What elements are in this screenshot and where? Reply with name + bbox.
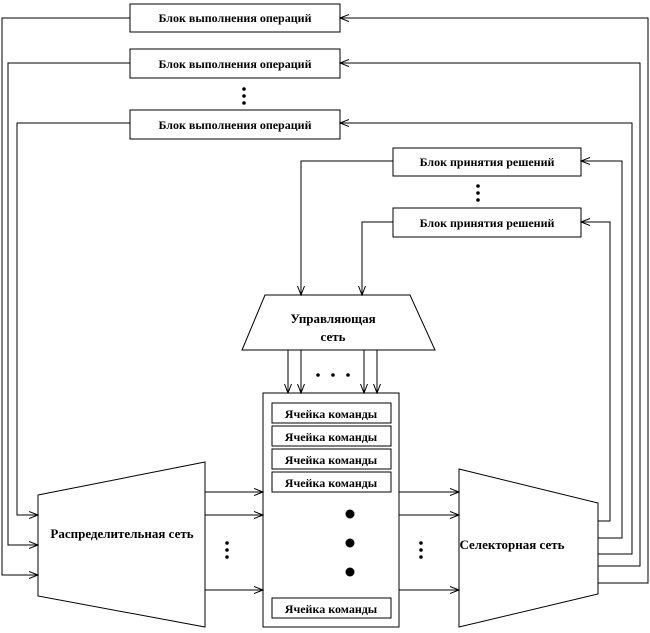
- decision-block-2: Блок принятия решений: [392, 207, 582, 238]
- connections: [1, 17, 649, 590]
- selector-to-exec-1: [340, 18, 649, 584]
- cell-ellipsis: [345, 509, 355, 577]
- cell-2-label: Ячейка команды: [285, 430, 378, 444]
- cell-4: Ячейка команды: [271, 471, 392, 493]
- exec-block-1: Блок выполнения операций: [129, 3, 341, 33]
- selector-network-label: Селекторная сеть: [459, 537, 564, 552]
- exec-1-to-distribution: [1, 17, 130, 575]
- cell-5: Ячейка команды: [271, 597, 392, 619]
- selector-to-exec-3: [340, 123, 633, 555]
- control-network: Управляющая сеть: [241, 294, 436, 351]
- distribution-ellipsis: [225, 541, 229, 559]
- selector-to-decision-1: [581, 161, 623, 539]
- exec-block-1-label: Блок выполнения операций: [159, 11, 312, 25]
- cell-2: Ячейка команды: [271, 425, 392, 447]
- exec-3-to-distribution: [16, 122, 130, 515]
- selector-to-exec-2: [340, 63, 641, 567]
- cell-4-label: Ячейка команды: [285, 476, 378, 490]
- cell-1-label: Ячейка команды: [285, 407, 378, 421]
- decision-block-2-label: Блок принятия решений: [420, 216, 555, 230]
- exec-ellipsis: [242, 87, 246, 105]
- cell-3: Ячейка команды: [271, 448, 392, 470]
- cell-3-label: Ячейка команды: [285, 453, 378, 467]
- command-cell-memory: Ячейка команды Ячейка команды Ячейка ком…: [262, 392, 400, 628]
- exec-2-to-distribution: [7, 62, 130, 545]
- decision-block-1-label: Блок принятия решений: [420, 155, 555, 169]
- distribution-network-label: Распределительная сеть: [50, 526, 193, 541]
- decision-2-to-control: [362, 221, 393, 295]
- selector-network: Селекторная сеть: [458, 468, 599, 628]
- exec-block-2: Блок выполнения операций: [129, 48, 341, 79]
- decision-ellipsis: [476, 184, 480, 202]
- exec-block-3: Блок выполнения операций: [129, 109, 341, 140]
- exec-block-2-label: Блок выполнения операций: [159, 57, 312, 71]
- exec-block-3-label: Блок выполнения операций: [159, 118, 312, 132]
- selector-ellipsis: [419, 541, 423, 559]
- cell-1: Ячейка команды: [271, 402, 392, 424]
- decision-1-to-control: [301, 160, 393, 295]
- control-ellipsis: [316, 373, 350, 377]
- distribution-network: Распределительная сеть: [37, 461, 206, 628]
- selector-to-decision-2: [581, 222, 611, 522]
- control-network-label-1: Управляющая: [290, 311, 375, 326]
- control-network-label-2: сеть: [321, 329, 346, 344]
- cell-5-label: Ячейка команды: [285, 602, 378, 616]
- decision-block-1: Блок принятия решений: [392, 147, 582, 177]
